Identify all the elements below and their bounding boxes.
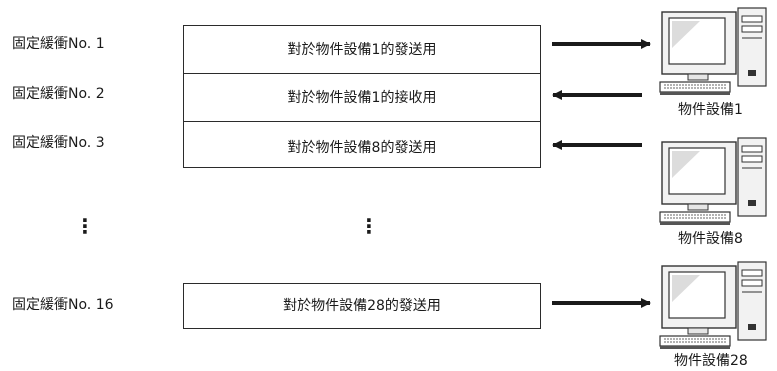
buffer-purpose-3: 對於物件設備8的發送用 (287, 140, 437, 156)
buffer-purpose-16: 對於物件設備28的發送用 (283, 298, 441, 314)
computer-icon (659, 137, 767, 226)
computer-icon (659, 7, 767, 96)
buffer-box-16: 對於物件設備28的發送用 (183, 283, 541, 329)
buffer-divider (184, 121, 540, 122)
buffer-label-2: 固定緩衝No. 2 (12, 86, 105, 102)
buffer-label-16: 固定緩衝No. 16 (12, 297, 114, 313)
device-label-8: 物件設備8 (678, 231, 743, 247)
buffer-stack: 對於物件設備1的發送用 對於物件設備1的接收用 對於物件設備8的發送用 (183, 25, 541, 168)
buffer-purpose-1: 對於物件設備1的發送用 (287, 42, 437, 58)
ellipsis-middle: ⋮ (359, 214, 379, 238)
device-label-1: 物件設備1 (678, 102, 743, 118)
computer-icon (659, 261, 767, 350)
buffer-label-1: 固定緩衝No. 1 (12, 36, 105, 52)
buffer-label-3: 固定緩衝No. 3 (12, 135, 105, 151)
buffer-purpose-2: 對於物件設備1的接收用 (287, 90, 437, 106)
device-label-28: 物件設備28 (674, 353, 748, 369)
ellipsis-left: ⋮ (75, 214, 95, 238)
buffer-divider (184, 73, 540, 74)
